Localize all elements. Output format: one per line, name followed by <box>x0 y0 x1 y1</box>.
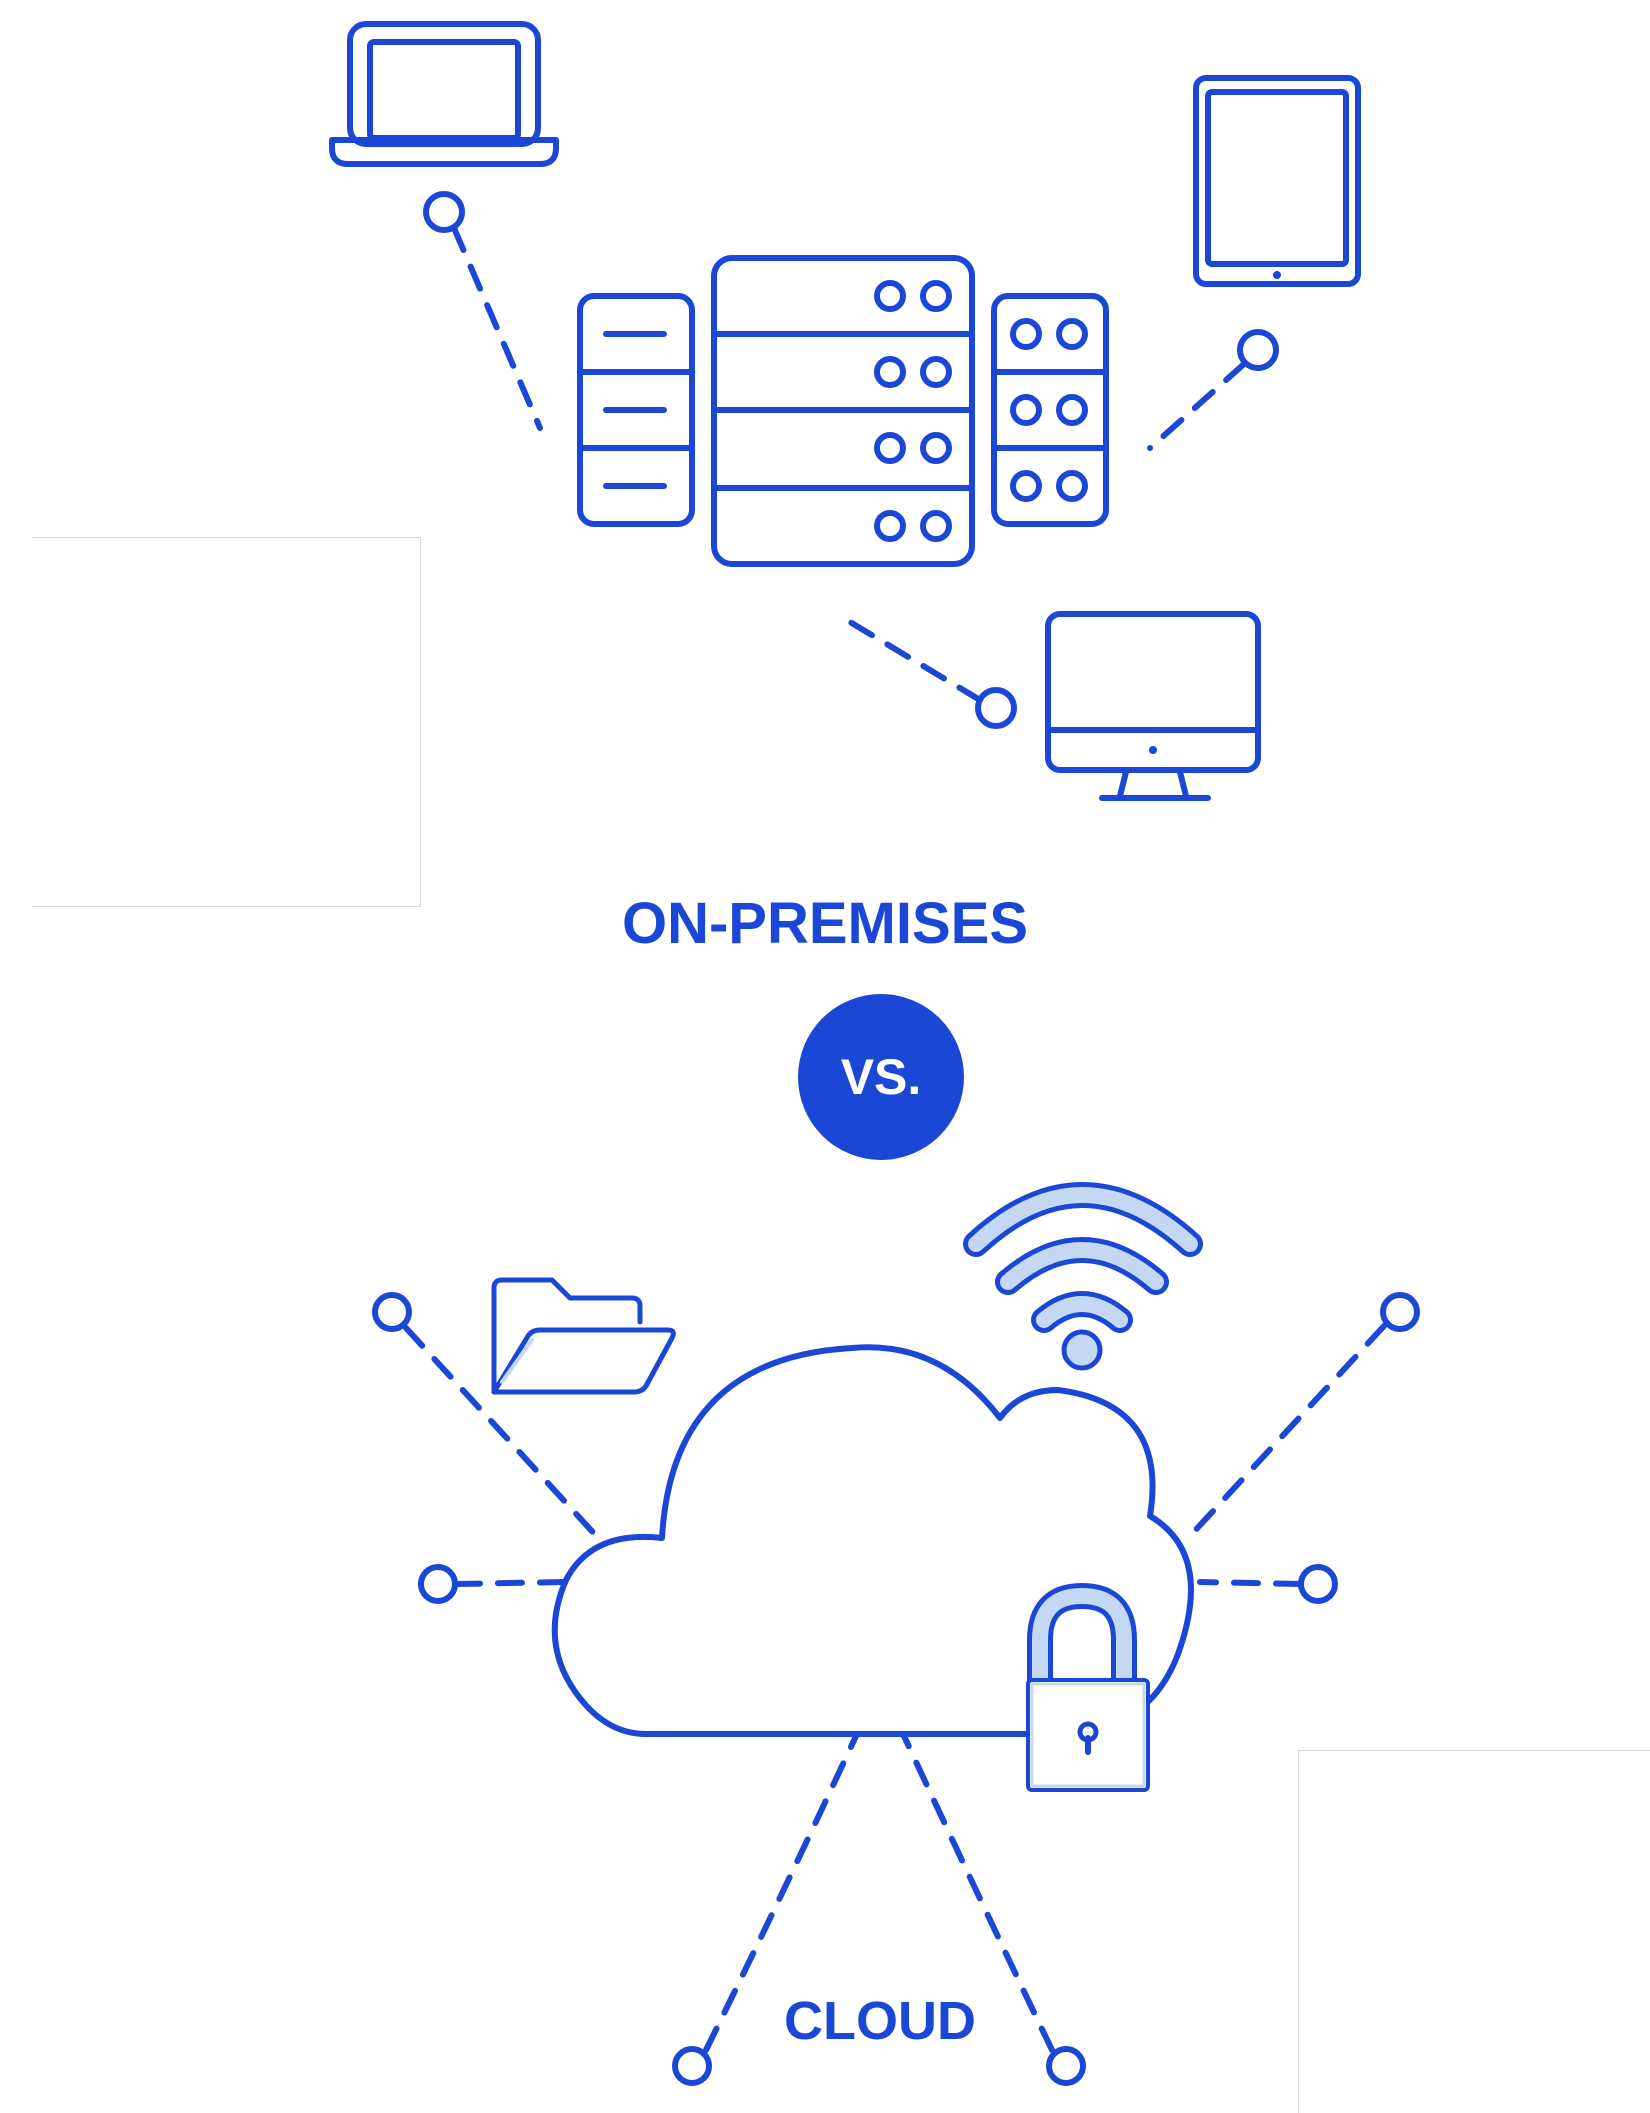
cloud-connector-left <box>418 1564 569 1604</box>
tablet-icon <box>1193 75 1361 287</box>
blank-panel-left <box>32 537 421 907</box>
cloud-title: CLOUD <box>784 1991 976 2051</box>
cloud-connector-upper-right <box>1187 1292 1420 1539</box>
cloud-connector-upper-left <box>372 1292 603 1543</box>
folder-icon <box>491 1277 676 1395</box>
tablet-connector <box>1147 329 1279 451</box>
on-premises-title: ON-PREMISES <box>621 891 1029 956</box>
desktop-monitor-icon <box>1045 611 1261 801</box>
vs-badge: VS. <box>798 994 964 1160</box>
laptop-icon <box>329 21 559 167</box>
desktop-connector <box>837 613 1017 729</box>
cloud-connector-right <box>1197 1564 1338 1604</box>
padlock-icon <box>1026 1583 1150 1792</box>
cloud-connector-bottom-left <box>672 1733 859 2086</box>
server-rack-icon <box>577 255 1109 567</box>
wifi-icon <box>963 1182 1203 1371</box>
laptop-connector <box>423 191 543 431</box>
cloud-icon <box>551 1344 1194 1737</box>
blank-panel-right <box>1298 1750 1650 2113</box>
cloud-connector-bottom-right <box>901 1733 1086 2086</box>
